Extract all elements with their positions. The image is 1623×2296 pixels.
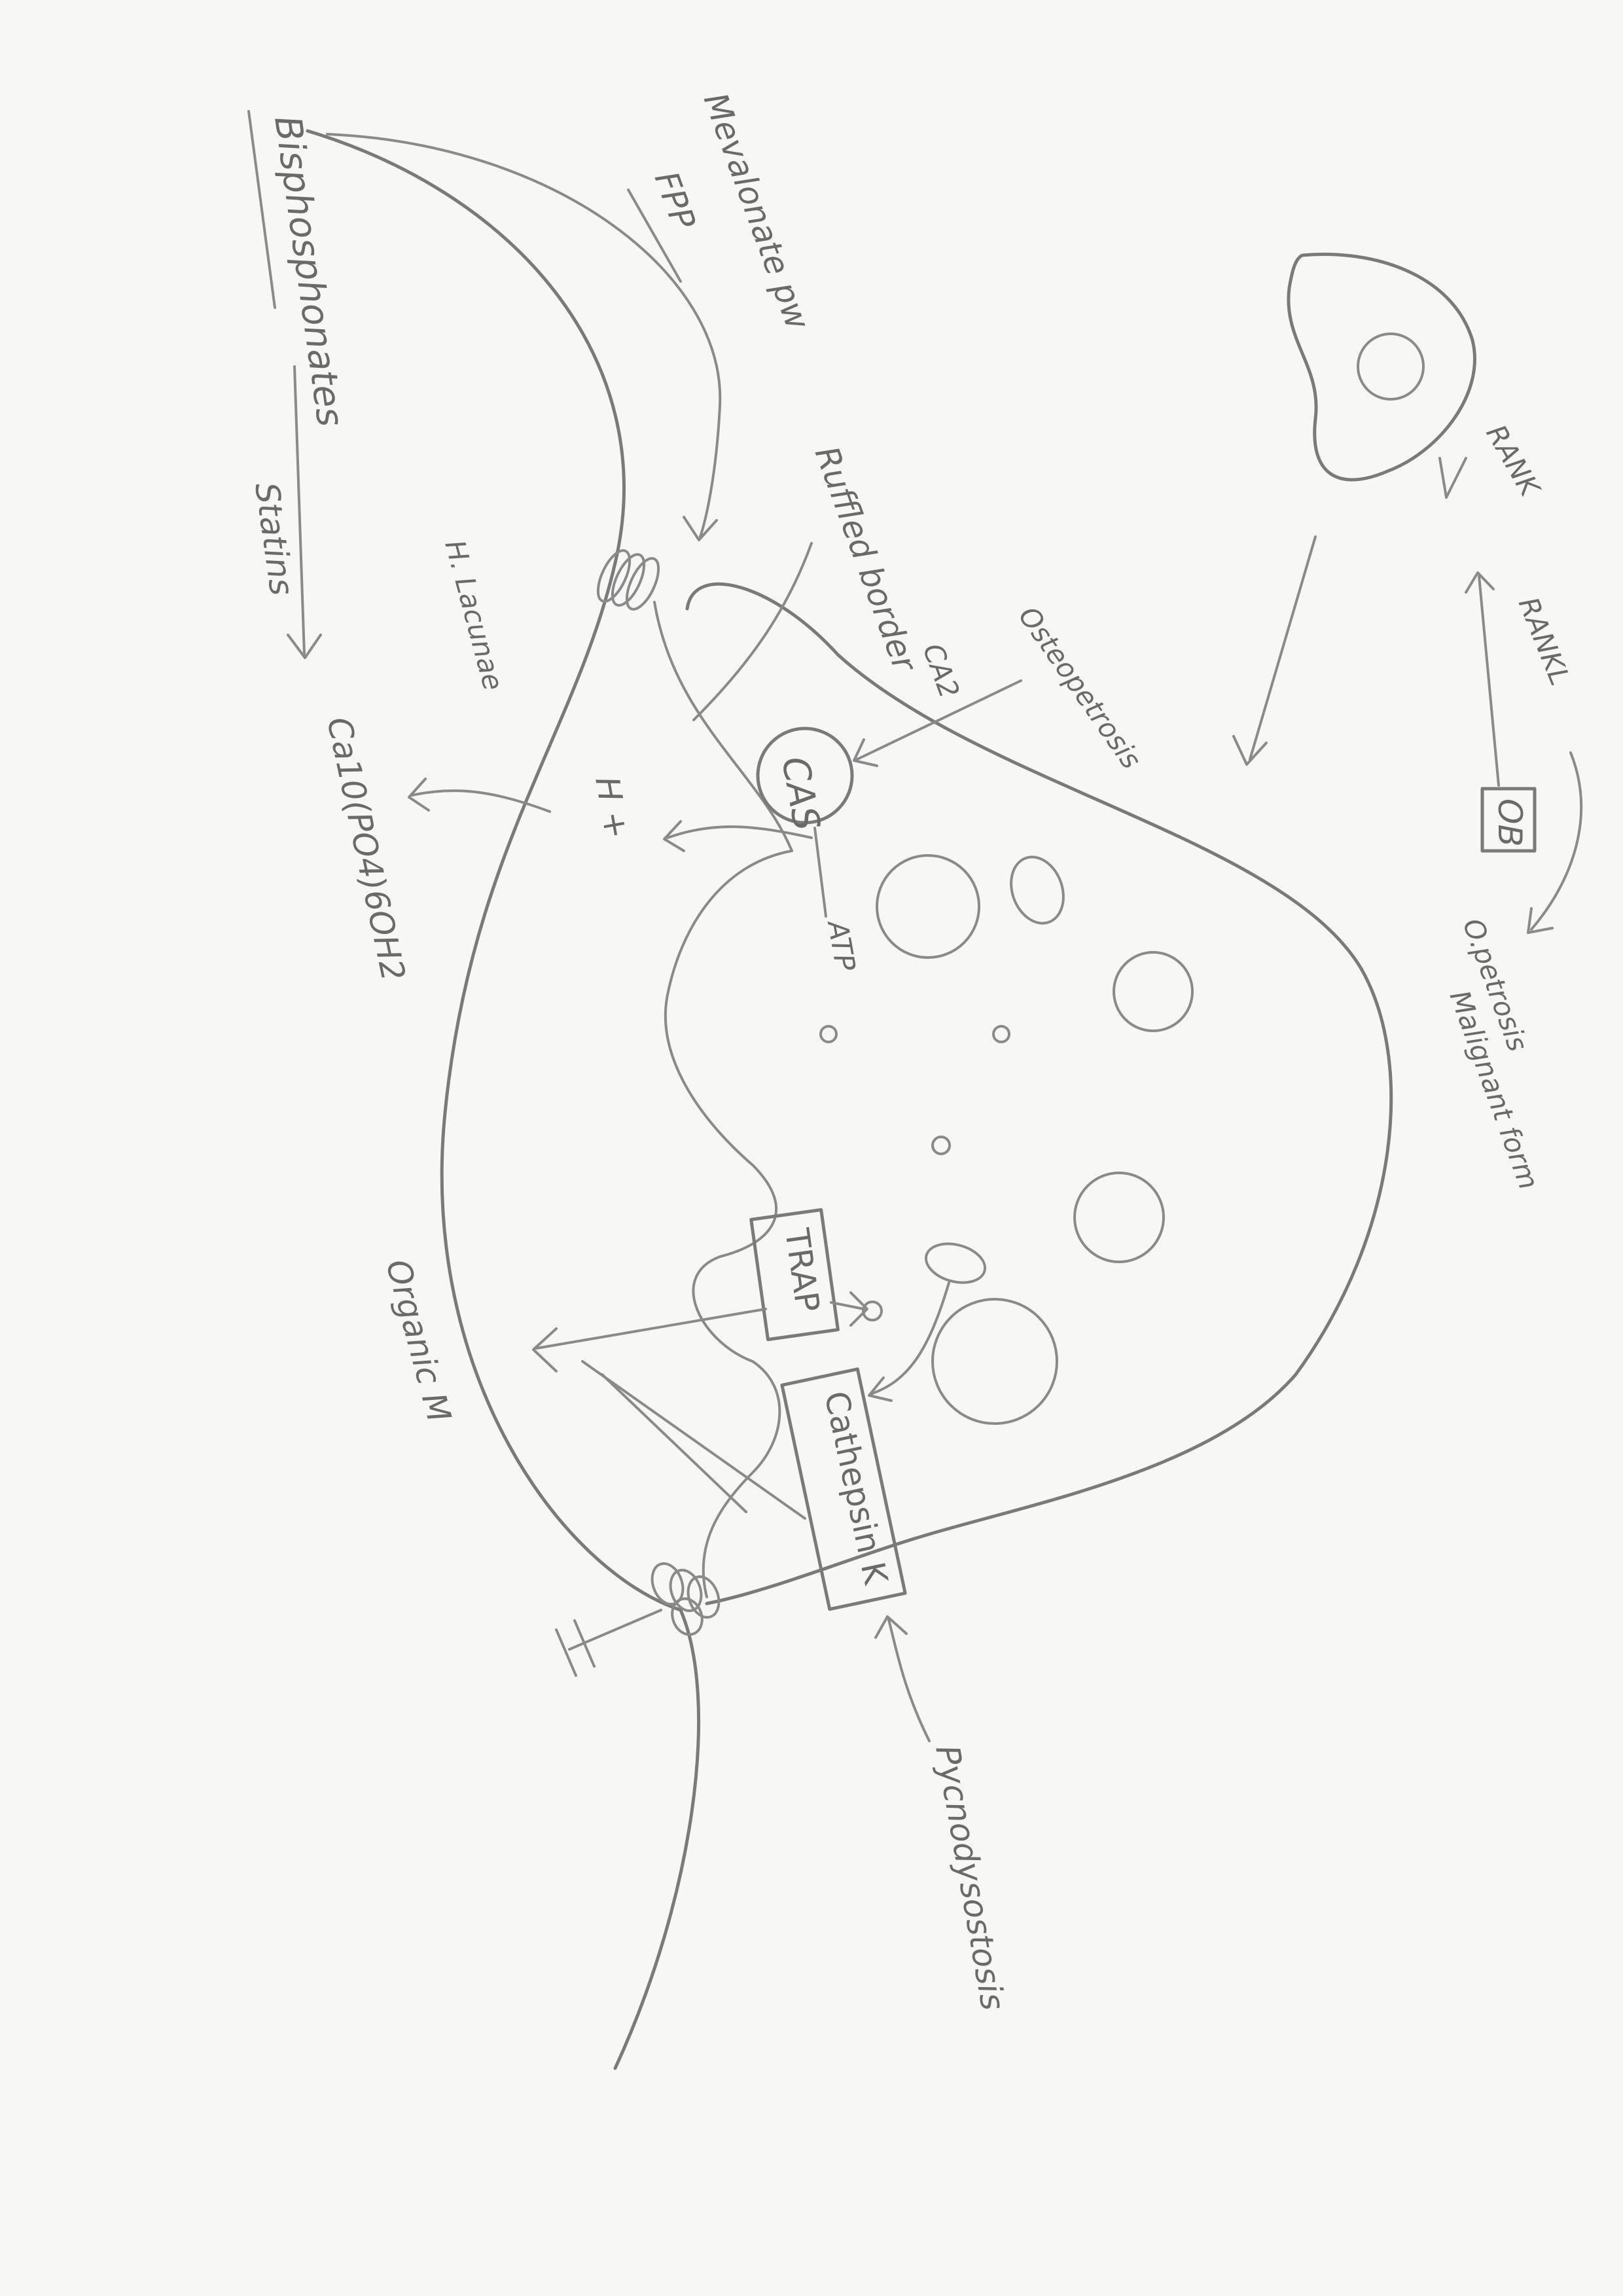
rank-label: RANK: [1480, 420, 1547, 504]
arrow-rankl: [1479, 576, 1499, 785]
arrow-precursor-to-osteoclast: [1250, 537, 1315, 759]
inhibitor-mark: [556, 1610, 661, 1676]
arrow-statins: [294, 367, 304, 655]
osteoblast-label: OB: [1491, 798, 1529, 847]
trap-label: TRAP: [777, 1226, 827, 1314]
osteopetrosis-top-label: Osteopetrosis: [1012, 601, 1148, 775]
atp-label: ATP: [821, 916, 862, 974]
osteoclast-cell: [687, 584, 1391, 1604]
carbonic-anhydrase-label: CAS: [773, 753, 828, 834]
rank-receptor: [1440, 458, 1466, 497]
hydroxyapatite-label: Ca10(PO4)6OH2: [319, 713, 412, 984]
precursor-nucleus: [1358, 334, 1423, 399]
h-plus-label: H +: [588, 774, 636, 842]
arrow-pycnodysostosis: [889, 1620, 929, 1741]
fpp-label: FPP: [647, 166, 703, 234]
ca2-label: CA2: [917, 639, 966, 702]
arrow-ob-to-osteopetrosis: [1531, 753, 1581, 929]
rankl-label: RANKL: [1512, 592, 1577, 689]
secretion-arrows: [533, 1293, 867, 1518]
atp-line: [815, 828, 826, 916]
ruffled-border-line: [654, 602, 792, 1597]
organic-matrix-label: Organic M: [378, 1255, 458, 1426]
bone-surface-line: [308, 131, 699, 2068]
mevalonate-label: Mevalonate pw: [696, 88, 817, 334]
osteoclast-precursor-cell: [1289, 255, 1475, 480]
bisphosphonates-label: Bisphosphonates: [266, 113, 351, 429]
ruffled-border-pointer: [694, 543, 812, 720]
statins-label: Statins: [247, 480, 301, 598]
howship-lacunae-label: H. Lacunae: [438, 537, 509, 694]
pycnodysostosis-label: Pycnodysostosis: [928, 1742, 1012, 2013]
cell-vesicles: [821, 850, 1192, 1424]
